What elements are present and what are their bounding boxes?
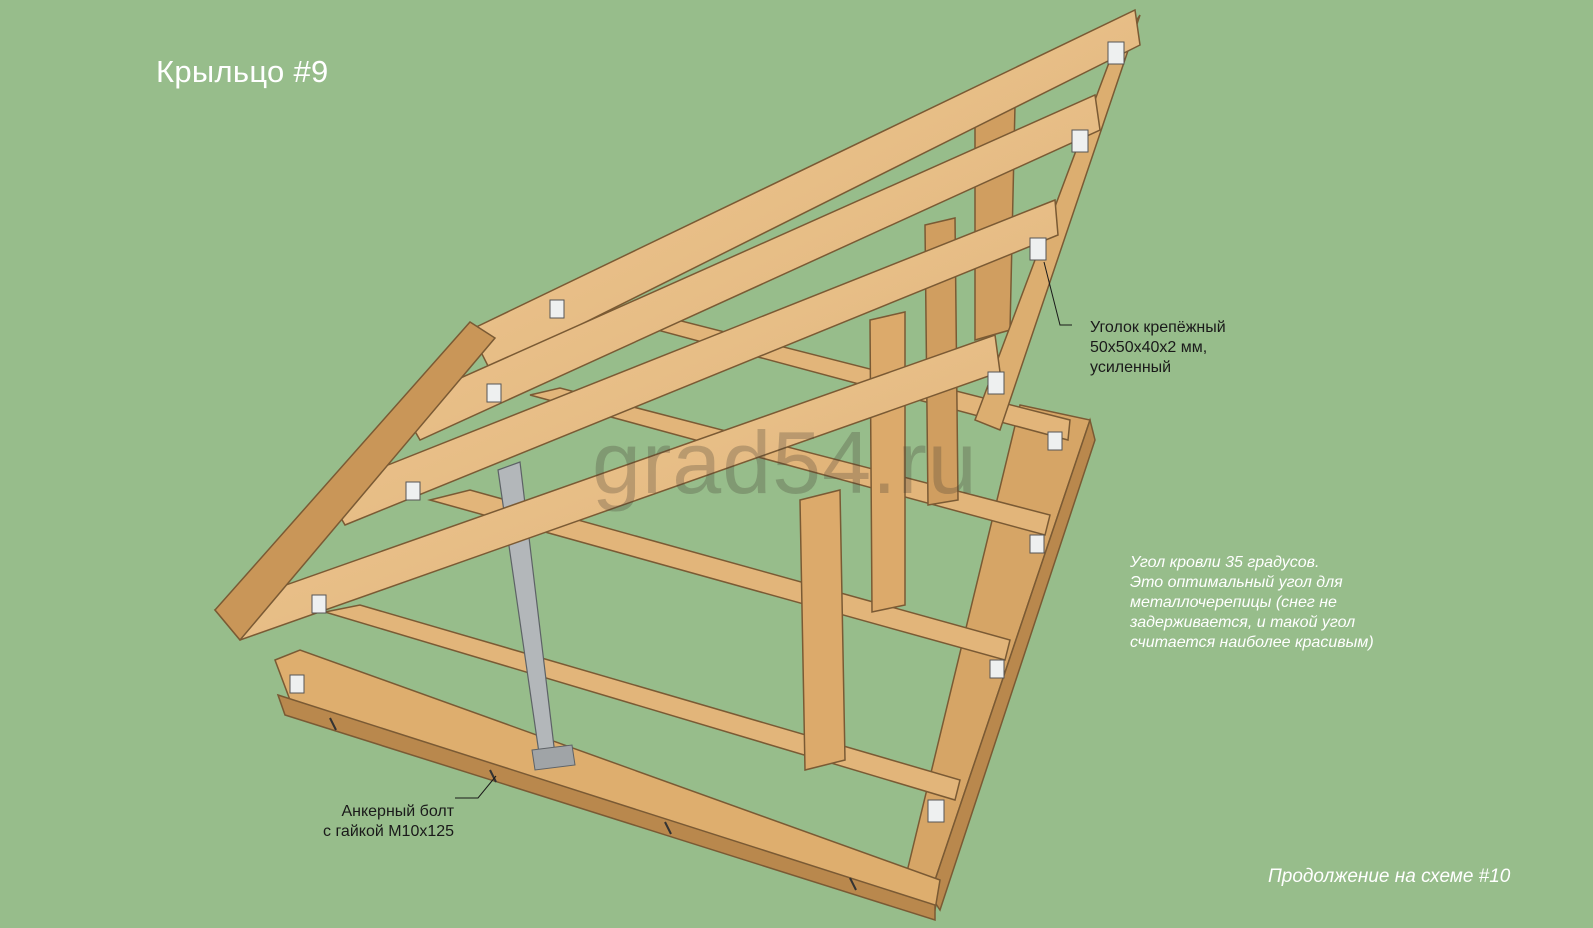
bracket-leader-line: [1043, 261, 1072, 326]
bolt-leader-line: [455, 775, 497, 799]
bracket-icon: [1047, 431, 1063, 451]
steel-post-base: [531, 744, 576, 771]
rafters: [213, 8, 1141, 642]
bracket-icon: [289, 674, 305, 694]
rafter-edge-left: [214, 321, 497, 642]
page-title: Крыльцо #9: [156, 54, 329, 89]
label-anchor-bolt: Анкерный болт с гайкой М10х125: [323, 803, 455, 840]
bracket-icon: [1029, 534, 1045, 554]
floor-beam-front: [274, 649, 941, 911]
post-front: [799, 489, 846, 771]
floor-beam-right-face: [929, 417, 1096, 912]
bolt-icon: [489, 769, 497, 783]
bracket-icon: [405, 481, 421, 501]
continuation-note: Продолжение на схеме #10: [1268, 866, 1511, 887]
bracket-icon: [1107, 41, 1125, 65]
bracket-icon: [486, 383, 502, 403]
label-roof-angle: Угол кровли 35 градусов. Это оптимальный…: [1130, 554, 1374, 651]
post-mid: [869, 311, 906, 613]
bracket-icon: [311, 594, 327, 614]
bolt-icon: [664, 821, 672, 835]
bracket-icon: [989, 659, 1005, 679]
bolt-icon: [849, 877, 857, 891]
rafter-1: [468, 8, 1141, 372]
floor-frame: [274, 312, 1096, 922]
floor-beam-front-face: [276, 693, 936, 922]
joist-1: [324, 604, 961, 801]
bracket-icon: [549, 299, 565, 319]
bracket-icon: [927, 799, 945, 823]
label-corner-bracket: Уголок крепёжный 50х50х40х2 мм, усиленны…: [1090, 319, 1226, 376]
bracket-icon: [1029, 237, 1047, 261]
anchor-bolts: [329, 717, 857, 891]
bracket-icon: [987, 371, 1005, 395]
corner-brackets: [289, 41, 1125, 823]
bolt-icon: [329, 717, 337, 731]
bracket-icon: [1071, 129, 1089, 153]
